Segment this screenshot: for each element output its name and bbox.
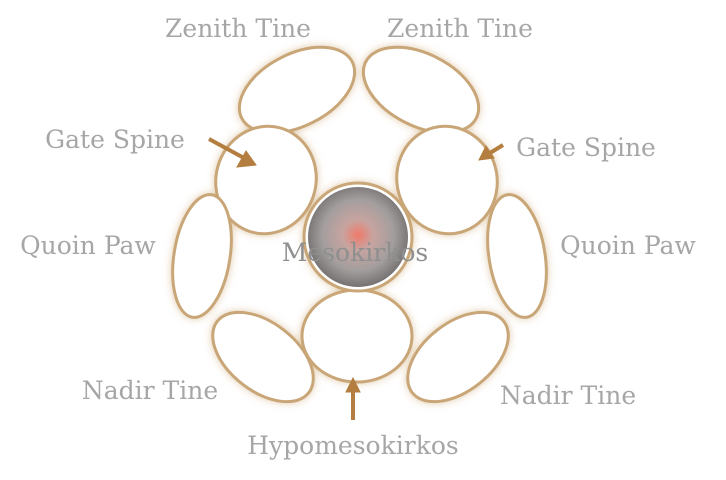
- nadir-tine-left-ring: [211, 310, 315, 404]
- label-nadir-tine-left: Nadir Tine: [82, 376, 218, 405]
- label-quoin-paw-right: Quoin Paw: [560, 231, 696, 260]
- zenith-tine-left-ring: [237, 45, 357, 135]
- nadir-tine-right-ring: [406, 310, 510, 404]
- label-nadir-tine-right: Nadir Tine: [500, 381, 636, 410]
- mesokirkos-sphere: [308, 187, 408, 287]
- label-zenith-tine-left: Zenith Tine: [165, 14, 311, 43]
- gate-spine-left-ring: [214, 124, 318, 236]
- quoin-paw-right-ring: [486, 193, 548, 319]
- label-gate-spine-right: Gate Spine: [516, 133, 656, 162]
- quoin-paw-left-ring: [171, 193, 233, 319]
- label-quoin-paw-left: Quoin Paw: [20, 231, 156, 260]
- gate-spine-right-ring: [395, 124, 499, 236]
- arrow-gate-spine-right: [478, 143, 505, 161]
- label-hypomesokirkos: Hypomesokirkos: [247, 431, 459, 460]
- arrow-gate-spine-left: [208, 137, 257, 168]
- label-gate-spine-left: Gate Spine: [45, 125, 185, 154]
- arrow-hypomesokirkos: [345, 376, 361, 420]
- label-zenith-tine-right: Zenith Tine: [387, 14, 533, 43]
- zenith-tine-right-ring: [361, 45, 481, 135]
- label-mesokirkos: Mesokirkos: [282, 238, 428, 267]
- hypomesokirkos-ring: [300, 288, 414, 384]
